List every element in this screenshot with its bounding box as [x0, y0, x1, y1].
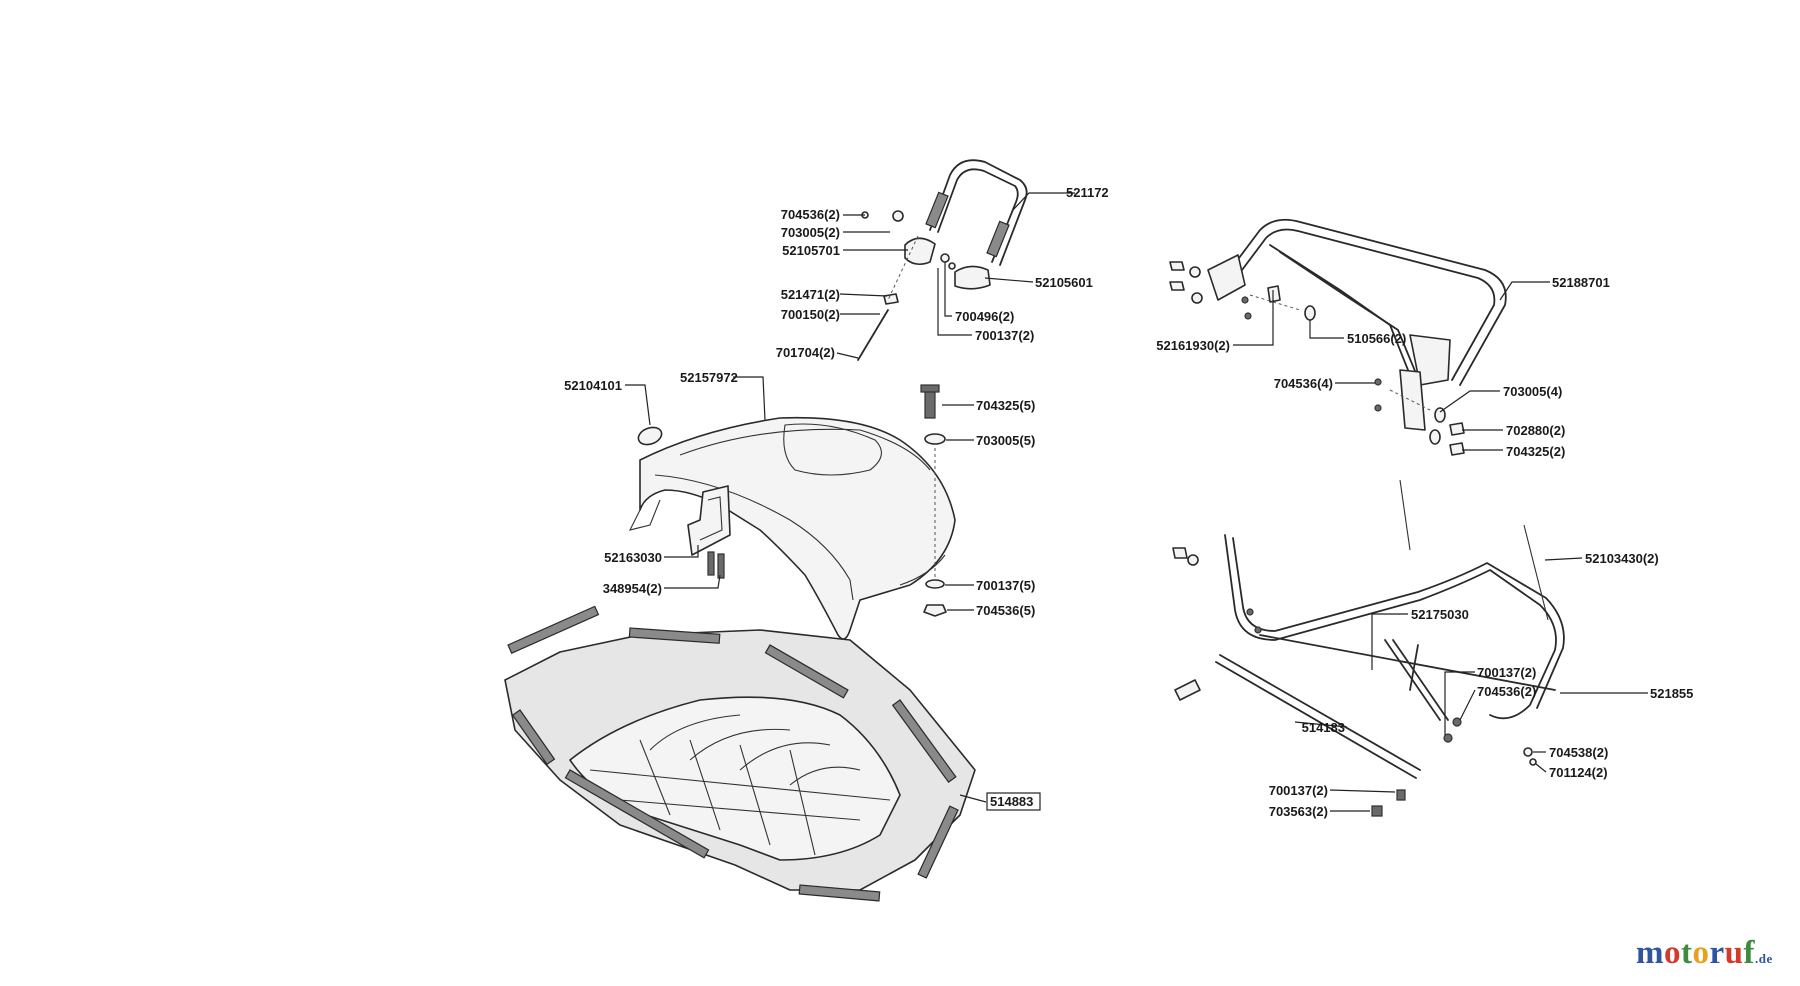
logo-tld: .de [1755, 951, 1773, 966]
part-label: 703563(2) [1269, 804, 1328, 819]
logo-letter: u [1724, 935, 1744, 971]
part-label: 703005(4) [1503, 384, 1562, 399]
handle-frame [1169, 218, 1507, 456]
logo-letter: o [1692, 935, 1710, 971]
part-label: 700150(2) [781, 307, 840, 322]
part-label: 704325(2) [1506, 444, 1565, 459]
part-label: 700137(5) [976, 578, 1035, 593]
part-label: 510566(2) [1347, 331, 1406, 346]
part-label: 704536(5) [976, 603, 1035, 618]
part-label: 700137(2) [1477, 665, 1536, 680]
part-label: 704536(4) [1274, 376, 1333, 391]
part-label: 52163030 [604, 550, 662, 565]
collector-bag [504, 605, 976, 902]
part-labels: 521172 704536(2) 703005(2) 52105701 5210… [564, 185, 1693, 819]
part-label: 52188701 [1552, 275, 1610, 290]
part-label: 700137(2) [975, 328, 1034, 343]
chute-cover [628, 384, 956, 640]
part-label: 701704(2) [776, 345, 835, 360]
part-label: 521172 [1066, 185, 1109, 200]
logo-letter: m [1636, 935, 1664, 971]
part-label: 514183 [1302, 720, 1345, 735]
base-frame [1172, 479, 1565, 817]
part-label: 704536(2) [1477, 684, 1536, 699]
part-label: 704325(5) [976, 398, 1035, 413]
logo-letter: t [1681, 935, 1693, 971]
motoruf-logo: motoruf.de [1636, 935, 1773, 972]
part-label: 52157972 [680, 370, 738, 385]
part-label: 703005(2) [781, 225, 840, 240]
logo-letter: r [1709, 935, 1725, 971]
part-label-boxed: 514883 [986, 792, 1041, 811]
part-label: 52175030 [1411, 607, 1469, 622]
part-label: 704538(2) [1549, 745, 1608, 760]
part-label: 521855 [1650, 686, 1693, 701]
part-label: 700137(2) [1269, 783, 1328, 798]
upper-handle-assembly [857, 159, 1028, 361]
part-label: 52103430(2) [1585, 551, 1659, 566]
part-label: 521471(2) [781, 287, 840, 302]
part-label: 52105701 [782, 243, 840, 258]
part-label: 52104101 [564, 378, 622, 393]
part-label: 704536(2) [781, 207, 840, 222]
part-label: 514883 [990, 794, 1033, 809]
part-label: 703005(5) [976, 433, 1035, 448]
part-label: 700496(2) [955, 309, 1014, 324]
part-label: 52105601 [1035, 275, 1093, 290]
part-label: 702880(2) [1506, 423, 1565, 438]
logo-letter: o [1664, 935, 1681, 971]
logo-letter: f [1743, 935, 1756, 971]
part-label: 52161930(2) [1156, 338, 1230, 353]
leader-lines [625, 192, 1648, 812]
part-label: 701124(2) [1549, 765, 1608, 780]
part-label: 348954(2) [603, 581, 662, 596]
